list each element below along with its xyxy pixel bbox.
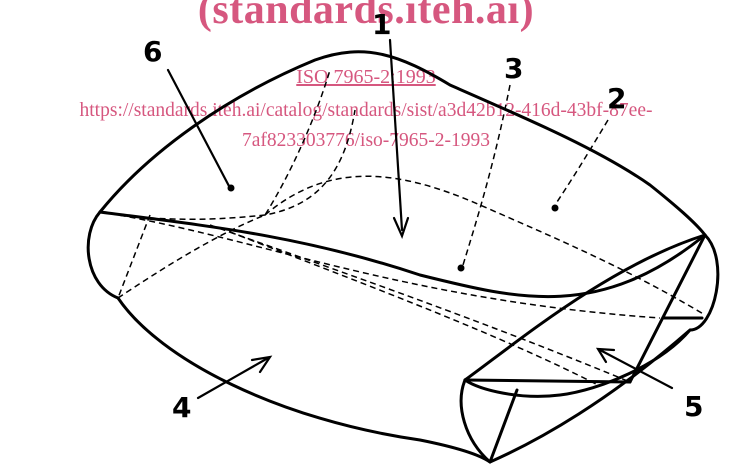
watermark-standard-code: ISO 7965-2:1993 bbox=[296, 66, 436, 88]
hidden-edge-6 bbox=[209, 224, 631, 383]
leader-5 bbox=[598, 348, 674, 390]
bottom-outline bbox=[116, 296, 492, 464]
callout-label-3: 3 bbox=[504, 52, 524, 85]
reference-dot-6 bbox=[227, 184, 235, 192]
leader-5-arrow bbox=[595, 347, 616, 364]
right-front-edge bbox=[488, 388, 519, 464]
leader-1-arrow bbox=[392, 216, 410, 240]
hidden-edge-7 bbox=[229, 231, 601, 387]
callout-label-4: 4 bbox=[172, 391, 192, 424]
right-end-outline bbox=[459, 233, 720, 464]
callout-label-5: 5 bbox=[684, 390, 704, 423]
hidden-edge-2 bbox=[117, 69, 331, 299]
left-end-outline bbox=[86, 210, 120, 300]
reference-dot-2 bbox=[551, 204, 559, 212]
top-seam-edge bbox=[98, 210, 707, 299]
leader-1 bbox=[388, 38, 404, 232]
right-face-diagonal bbox=[628, 233, 707, 384]
top-outline bbox=[98, 50, 707, 237]
hidden-edge-1 bbox=[99, 109, 356, 221]
right-face-edge bbox=[463, 233, 707, 382]
watermark-url-line2: 7af823303776/iso-7965-2-1993 bbox=[241, 130, 491, 151]
callout-label-1: 1 bbox=[372, 8, 392, 41]
leader-4-arrow bbox=[250, 355, 273, 374]
reference-dot-3 bbox=[457, 264, 465, 272]
watermark-url-line1: https://standards.iteh.ai/catalog/standa… bbox=[79, 100, 653, 121]
leader-2 bbox=[554, 119, 609, 206]
hidden-edge-5 bbox=[99, 211, 661, 319]
leader-3 bbox=[462, 84, 511, 266]
callout-label-6: 6 bbox=[143, 35, 163, 68]
right-face-base bbox=[463, 378, 632, 384]
hidden-edge-3 bbox=[264, 175, 706, 316]
hidden-edge-4 bbox=[117, 214, 151, 299]
callout-label-2: 2 bbox=[607, 82, 627, 115]
leader-4 bbox=[196, 356, 270, 400]
leader-6 bbox=[166, 68, 232, 190]
watermark-title: (standards.iteh.ai) bbox=[197, 0, 535, 33]
